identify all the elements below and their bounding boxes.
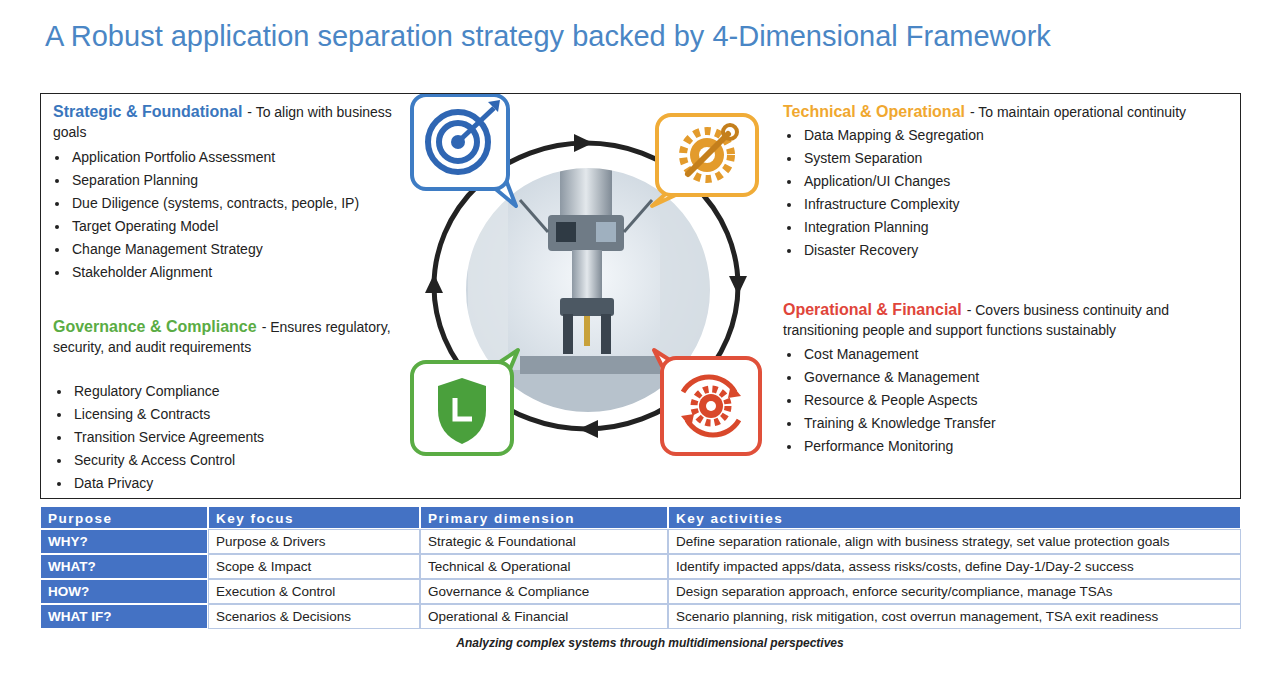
bullet-item: Due Diligence (systems, contracts, peopl… [70,192,359,215]
section-header: Technical & Operational - To maintain ope… [783,102,1233,122]
table-cell: Design separation approach, enforce secu… [668,579,1241,604]
section-heading: Governance & Compliance [53,318,257,335]
table-cell: Identify impacted apps/data, assess risk… [668,554,1241,579]
arrow-head [579,420,598,438]
table-cell: Scenario planning, risk mitigation, cost… [668,604,1241,629]
table-cell: Key focus [208,506,420,529]
table-cell: Technical & Operational [420,554,668,579]
bullet-item: Disaster Recovery [802,239,984,262]
section-heading: Strategic & Foundational [53,103,242,120]
bullet-list: Regulatory ComplianceLicensing & Contrac… [55,380,264,495]
table-cell: Scope & Impact [208,554,420,579]
strategy-icon [412,95,516,206]
governance-icon [412,350,518,454]
frame-box: Strategic & Foundational- To align with … [40,93,1241,499]
section-header: Strategic & Foundational- To align with … [53,102,408,142]
table-cell: WHY? [40,529,208,554]
bullet-item: Licensing & Contracts [72,403,264,426]
bullet-item: Target Operating Model [70,215,359,238]
bullet-item: System Separation [802,147,984,170]
table-cell: Scenarios & Decisions [208,604,420,629]
bullet-item: Change Management Strategy [70,238,359,261]
section-heading: Technical & Operational [783,103,965,120]
bullet-item: Data Mapping & Segregation [802,124,984,147]
bullet-item: Performance Monitoring [802,435,996,458]
section-header: Governance & Compliance- Ensures regulat… [53,317,398,357]
table-cell: Operational & Financial [420,604,668,629]
bullet-item: Resource & People Aspects [802,389,996,412]
table-cell: Execution & Control [208,579,420,604]
bullet-item: Stakeholder Alignment [70,261,359,284]
bullet-item: Separation Planning [70,169,359,192]
caption: Analyzing complex systems through multid… [0,636,1280,650]
table-cell: WHAT IF? [40,604,208,629]
table-cell: Strategic & Foundational [420,529,668,554]
bullet-item: Cost Management [802,343,996,366]
section-description: - To maintain operational continuity [970,104,1186,120]
bullet-item: Application/UI Changes [802,170,984,193]
bullet-item: Regulatory Compliance [72,380,264,403]
arrow-head [425,274,443,293]
section-header: Operational & Financial- Covers business… [783,300,1223,340]
title: A Robust application separation strategy… [45,20,1051,53]
table-cell: WHAT? [40,554,208,579]
section-heading: Operational & Financial [783,301,962,318]
financial-icon [654,350,760,454]
bullet-list: Application Portfolio AssessmentSeparati… [53,146,359,284]
table-cell: HOW? [40,579,208,604]
table-cell: Governance & Compliance [420,579,668,604]
bullet-list: Data Mapping & SegregationSystem Separat… [785,124,984,262]
bullet-list: Cost ManagementGovernance & ManagementRe… [785,343,996,458]
bullet-item: Security & Access Control [72,449,264,472]
arrow-head [574,134,593,152]
bullet-item: Integration Planning [802,216,984,239]
table-cell: Key activities [668,506,1241,529]
technical-icon [652,115,757,206]
bullet-item: Data Privacy [72,472,264,495]
bullet-item: Governance & Management [802,366,996,389]
table-cell: Primary dimension [420,506,668,529]
table-cell: Define separation rationale, align with … [668,529,1241,554]
table-cell: Purpose [40,506,208,529]
bullet-item: Infrastructure Complexity [802,193,984,216]
bullet-item: Application Portfolio Assessment [70,146,359,169]
bullet-item: Transition Service Agreements [72,426,264,449]
arrow-head [729,276,747,295]
bullet-item: Training & Knowledge Transfer [802,412,996,435]
table-cell: Purpose & Drivers [208,529,420,554]
